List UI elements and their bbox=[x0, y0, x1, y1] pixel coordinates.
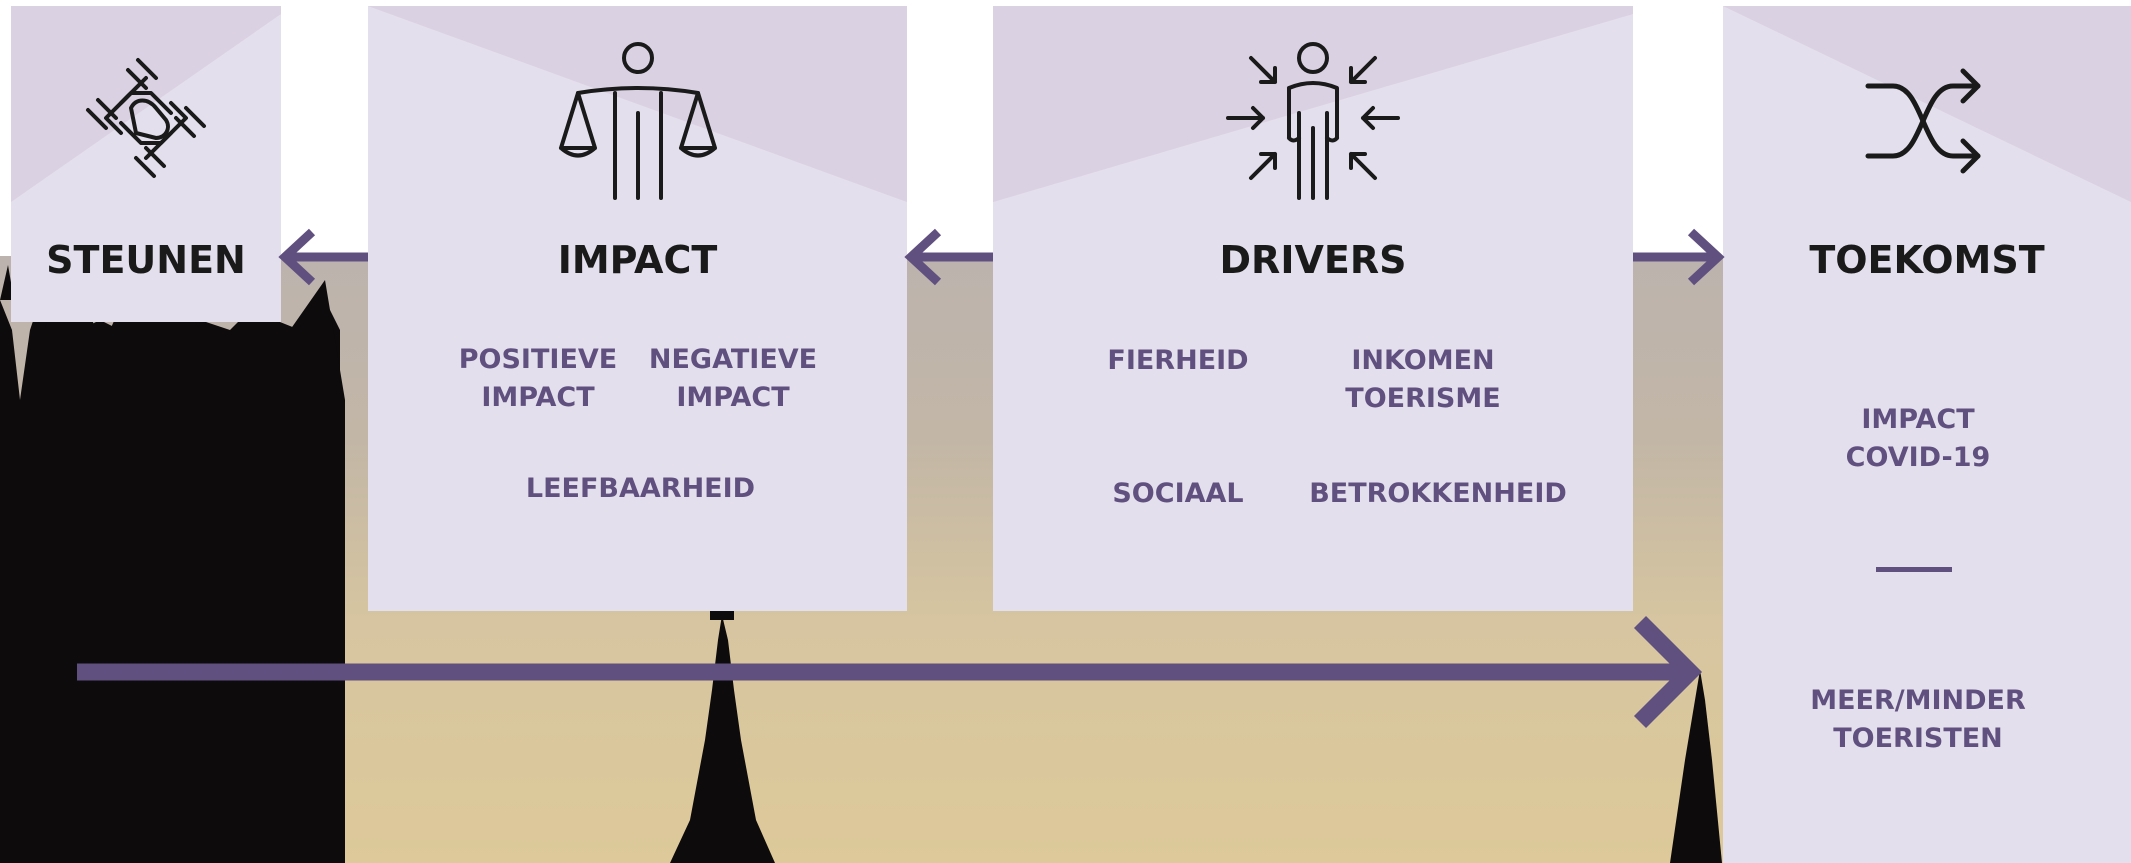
item-pride: FIERHEID bbox=[1107, 345, 1249, 376]
item-tourism-income: INKOMEN TOERISME bbox=[1345, 345, 1501, 414]
card-title: TOEKOMST bbox=[1809, 238, 2045, 282]
arrow-drivers-to-toekomst bbox=[1633, 228, 1725, 286]
card-steunen: STEUNEN bbox=[11, 6, 281, 322]
divider bbox=[1876, 567, 1952, 572]
item-covid-line1: IMPACT bbox=[1861, 404, 1975, 435]
arrow-timeline-to-toekomst bbox=[77, 615, 1703, 729]
person-arrows-icon bbox=[1226, 42, 1400, 200]
card-toekomst: TOEKOMST IMPACT COVID-19 MEER/MINDER TOE… bbox=[1723, 6, 2131, 863]
hands-together-icon bbox=[86, 58, 206, 178]
header-triangle bbox=[1723, 6, 2131, 202]
item-covid-line2: COVID-19 bbox=[1845, 442, 1991, 473]
header-triangle bbox=[368, 6, 907, 202]
item-positive-impact: POSITIEVE IMPACT bbox=[458, 344, 618, 413]
shuffle-icon bbox=[1865, 68, 1981, 174]
card-title: DRIVERS bbox=[1219, 238, 1407, 282]
arrow-drivers-to-impact bbox=[904, 228, 993, 286]
header-triangle bbox=[993, 6, 1633, 202]
card-drivers: DRIVERS FIERHEID INKOMEN TOERISME SOCIAA… bbox=[993, 6, 1633, 611]
item-social: SOCIAAL bbox=[1112, 478, 1244, 509]
item-negative-impact: NEGATIEVE IMPACT bbox=[648, 344, 818, 413]
card-impact: IMPACT POSITIEVE IMPACT NEGATIEVE IMPACT… bbox=[368, 6, 907, 611]
item-tourists-line1: MEER/MINDER bbox=[1810, 685, 2026, 716]
item-tourists-line2: TOERISTEN bbox=[1833, 723, 2003, 754]
arrow-impact-to-steunen bbox=[278, 228, 368, 286]
scale-person-icon bbox=[559, 42, 717, 200]
item-involvement: BETROKKENHEID bbox=[1309, 478, 1567, 509]
header-triangle bbox=[11, 6, 281, 202]
card-title: STEUNEN bbox=[46, 238, 246, 282]
item-livability: LEEFBAARHEID bbox=[525, 473, 756, 504]
card-title: IMPACT bbox=[557, 238, 718, 282]
